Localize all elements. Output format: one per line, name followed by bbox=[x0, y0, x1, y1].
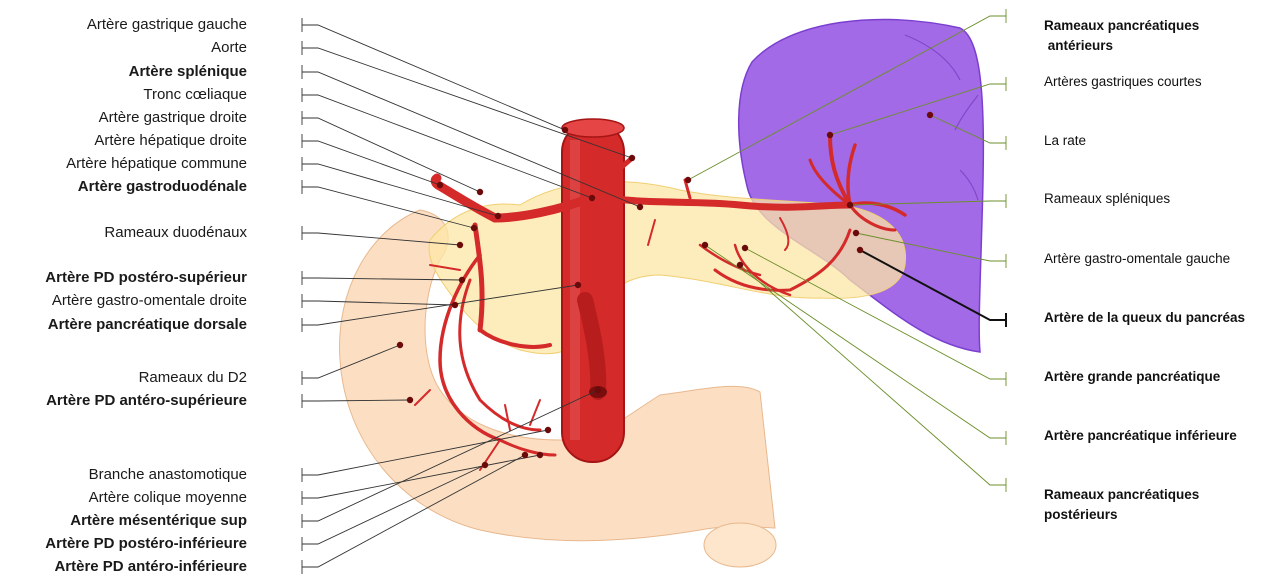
left-label: Artère PD postéro-inférieure bbox=[45, 535, 247, 553]
left-label: Artère gastrique gauche bbox=[87, 16, 247, 34]
pointer-dot bbox=[742, 245, 748, 251]
pointer-dot bbox=[495, 213, 501, 219]
pointer-dot bbox=[737, 262, 743, 268]
pointer-dot bbox=[927, 112, 933, 118]
pointer-dot bbox=[685, 177, 691, 183]
left-label: Aorte bbox=[211, 39, 247, 57]
left-label: Artère PD antéro-supérieure bbox=[46, 392, 247, 410]
pointer-dot bbox=[437, 182, 443, 188]
pointer-dot bbox=[477, 189, 483, 195]
right-label: Artères gastriques courtes bbox=[1044, 72, 1202, 92]
left-label: Artère PD postéro-supérieur bbox=[45, 269, 247, 287]
right-label: Artère grande pancréatique bbox=[1044, 367, 1220, 387]
left-label: Artère mésentérique sup bbox=[70, 512, 247, 530]
pointer-dot bbox=[853, 230, 859, 236]
left-label: Artère hépatique droite bbox=[94, 132, 247, 150]
pointer-dot bbox=[537, 452, 543, 458]
spleen-shape bbox=[739, 19, 984, 352]
pointer-dot bbox=[452, 302, 458, 308]
left-label: Artère gastroduodénale bbox=[78, 178, 247, 196]
pointer-dot bbox=[545, 427, 551, 433]
right-label: Rameaux pancréatiques antérieurs bbox=[1044, 16, 1199, 56]
pointer-dot bbox=[471, 225, 477, 231]
left-label: Artère colique moyenne bbox=[89, 489, 247, 507]
duodenum-end bbox=[704, 523, 776, 567]
left-label: Artère hépatique commune bbox=[66, 155, 247, 173]
left-label: Tronc cœliaque bbox=[143, 86, 247, 104]
pointer-dot bbox=[702, 242, 708, 248]
leader-line bbox=[302, 111, 480, 192]
left-label: Artère gastrique droite bbox=[99, 109, 247, 127]
leader-line bbox=[302, 18, 565, 130]
leader-line bbox=[302, 41, 632, 158]
pointer-dot bbox=[857, 247, 863, 253]
leader-line bbox=[302, 88, 592, 198]
right-label: Rameaux pancréatiques postérieurs bbox=[1044, 485, 1199, 525]
left-label: Artère PD antéro-inférieure bbox=[54, 558, 247, 576]
left-label: Rameaux duodénaux bbox=[104, 224, 247, 242]
pointer-dot bbox=[407, 397, 413, 403]
pointer-dot bbox=[827, 132, 833, 138]
left-label: Branche anastomotique bbox=[89, 466, 247, 484]
pointer-dot bbox=[457, 242, 463, 248]
pointer-dot bbox=[459, 277, 465, 283]
pointer-dot bbox=[637, 204, 643, 210]
left-label: Artère gastro-omentale droite bbox=[52, 292, 247, 310]
left-label: Rameaux du D2 bbox=[139, 369, 247, 387]
pointer-dot bbox=[595, 387, 601, 393]
right-label: Rameaux spléniques bbox=[1044, 189, 1170, 209]
right-label: Artère de la queux du pancréas bbox=[1044, 308, 1245, 328]
pointer-dot bbox=[575, 282, 581, 288]
pointer-dot bbox=[522, 452, 528, 458]
left-label: Artère splénique bbox=[129, 63, 247, 81]
pointer-dot bbox=[847, 202, 853, 208]
pointer-dot bbox=[482, 462, 488, 468]
right-label: Artère gastro-omentale gauche bbox=[1044, 249, 1230, 269]
pointer-dot bbox=[629, 155, 635, 161]
pointer-dot bbox=[562, 127, 568, 133]
right-label: La rate bbox=[1044, 131, 1086, 151]
leader-line bbox=[302, 134, 440, 185]
pointer-dot bbox=[589, 195, 595, 201]
left-label: Artère pancréatique dorsale bbox=[48, 316, 247, 334]
pointer-dot bbox=[397, 342, 403, 348]
right-label: Artère pancréatique inférieure bbox=[1044, 426, 1237, 446]
